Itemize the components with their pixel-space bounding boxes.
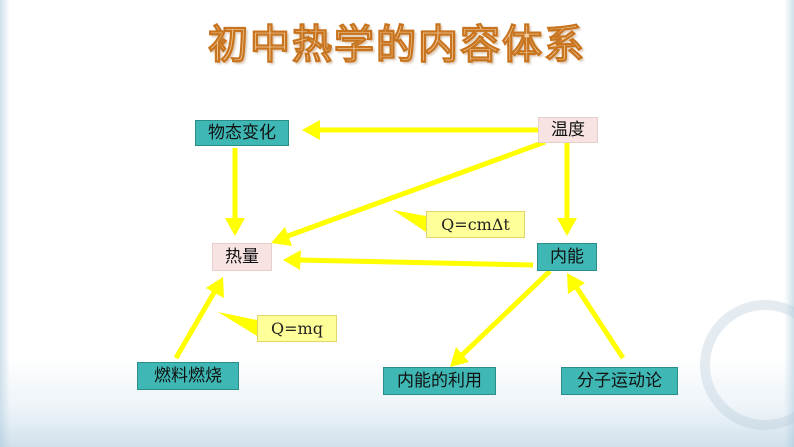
right-edge-decoration <box>784 0 794 447</box>
arrow-lines <box>173 127 626 360</box>
arrowhead-heat-from-fuel <box>206 277 224 298</box>
arrow-heads <box>206 120 585 367</box>
arrow-internal-energy-to-heat <box>297 257 534 268</box>
arrow-internal-energy-to-use <box>458 269 552 359</box>
arrowhead-phase-change <box>302 120 320 140</box>
node-internal-energy-use: 内能的利用 <box>383 367 496 395</box>
node-temperature: 温度 <box>538 117 598 143</box>
node-heat: 热量 <box>212 243 272 271</box>
arrow-temperature-to-heat <box>284 139 546 240</box>
watermark-logo <box>700 300 794 430</box>
arrow-molecular-to-internal-energy <box>572 283 626 360</box>
arrowhead-heat-from-temperature <box>271 227 292 246</box>
node-fuel-combustion: 燃料燃烧 <box>137 362 239 390</box>
formula-fuel-heat: Q=mq <box>257 315 337 342</box>
arrowhead-internal-energy-from-molecular <box>567 273 585 294</box>
formula-specific-heat: Q=cmΔt <box>426 211 525 238</box>
callout-pointer-fuel-heat <box>218 312 257 336</box>
left-edge-decoration <box>0 0 10 447</box>
arrowhead-internal-energy-use <box>450 347 469 367</box>
node-internal-energy: 内能 <box>537 243 597 271</box>
slide-title: 初中热学的内容体系 <box>208 21 586 69</box>
formula-callout-shapes <box>218 210 426 336</box>
arrowhead-heat-from-phase-change <box>225 218 245 236</box>
node-phase-change: 物态变化 <box>195 120 289 146</box>
node-molecular-theory: 分子运动论 <box>561 367 678 395</box>
callout-pointer-specific-heat <box>393 210 426 232</box>
arrowhead-heat-from-internal-energy <box>283 250 301 270</box>
arrowhead-internal-energy <box>557 218 577 236</box>
arrow-fuel-to-heat <box>173 287 219 360</box>
